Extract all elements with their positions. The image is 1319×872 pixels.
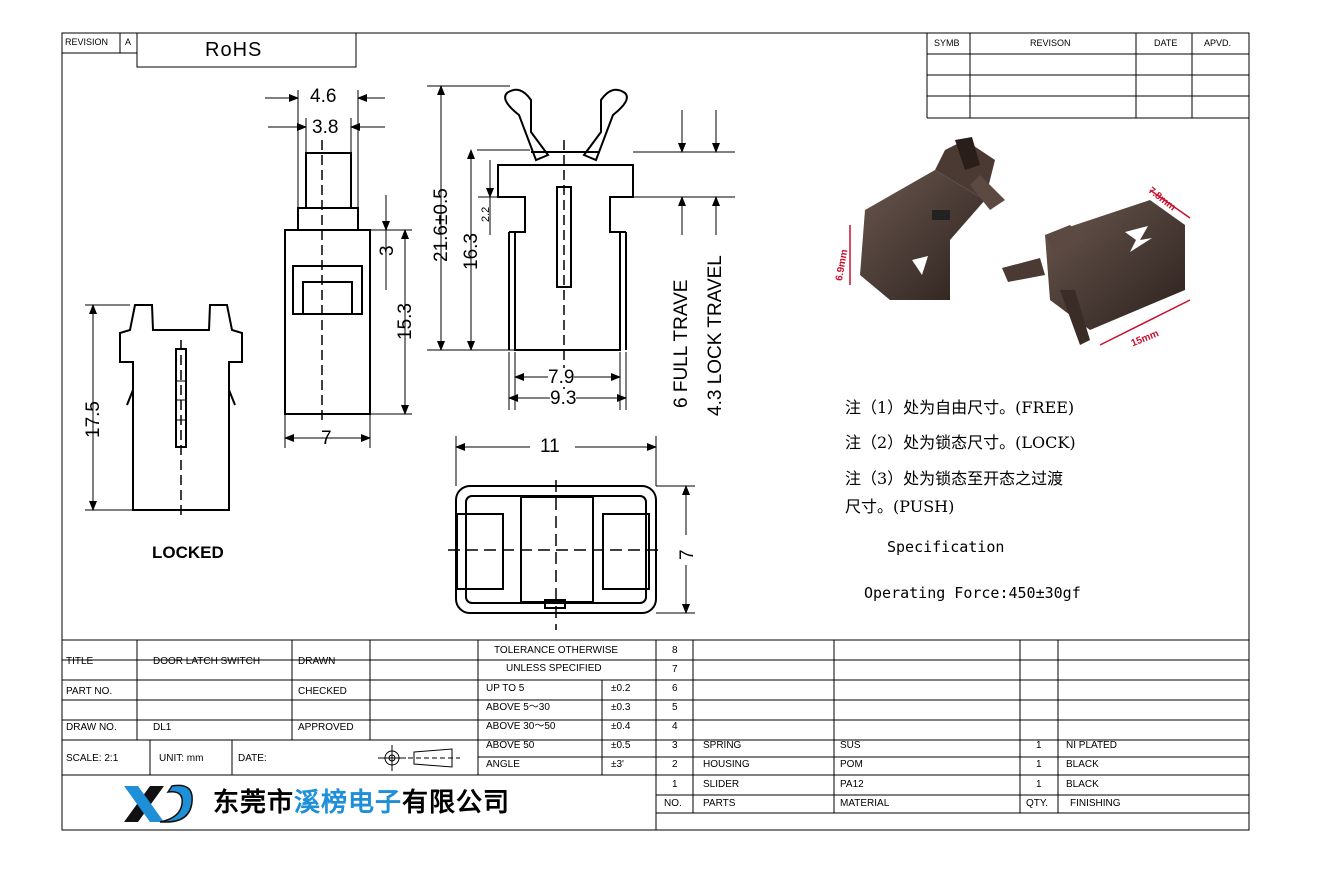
spec-title: Specification: [887, 538, 1005, 556]
tb-drawn: DRAWN: [298, 656, 336, 667]
dim-7-9: 7.9: [548, 367, 575, 388]
dim-11: 11: [540, 436, 560, 457]
note-1: 注（1）处为自由尺寸。(FREE): [845, 398, 1075, 417]
tol-row-range: UP TO 5: [486, 683, 525, 694]
bom-material: PA12: [840, 779, 864, 790]
bom-qty: 1: [1036, 759, 1042, 770]
dim-7-bottom: 7: [677, 549, 698, 560]
rev-col-revison: REVISON: [1030, 38, 1071, 48]
bom-header-no: NO.: [664, 798, 682, 809]
dim-7-side: 7: [321, 428, 332, 449]
bom-material: SUS: [840, 740, 861, 751]
dim-15-3: 15.3: [395, 303, 416, 340]
company-name-part2: 溪榜电子: [294, 787, 403, 817]
note-2: 注（2）处为锁态尺寸。(LOCK): [845, 433, 1076, 452]
tb-draw-no-value: DL1: [153, 722, 172, 733]
product-photo: [849, 137, 1191, 346]
tb-part-no: PART NO.: [66, 686, 113, 697]
note-3a: 注（3）处为锁态至开态之过渡: [845, 469, 1064, 488]
bom-no: 6: [672, 683, 678, 694]
front-view: [497, 88, 634, 351]
tb-scale: SCALE: 2:1: [66, 753, 119, 764]
tb-unit: UNIT: mm: [159, 753, 204, 764]
company-name-part1: 东莞市: [213, 787, 295, 817]
tol-row-range: ANGLE: [486, 759, 520, 770]
bom-header-qty: QTY.: [1026, 798, 1049, 809]
tol-row-value: ±3': [611, 759, 624, 770]
tol-row-range: ABOVE 50: [486, 740, 535, 751]
operating-force: Operating Force:450±30gf: [864, 584, 1081, 602]
xb-logo-icon: [124, 784, 193, 823]
bom-no: 5: [672, 702, 678, 713]
tb-date: DATE:: [238, 753, 267, 764]
tol-row-range: ABOVE 5～30: [486, 702, 550, 713]
dim-4-6: 4.6: [310, 86, 337, 107]
bom-part: SLIDER: [703, 779, 740, 790]
projection-symbol-icon: [378, 745, 460, 771]
dim-3: 3: [377, 245, 398, 256]
bom-no: 2: [672, 759, 678, 770]
revision-value: A: [125, 37, 132, 47]
bom-header-part: PARTS: [703, 798, 736, 809]
bom-qty: 1: [1036, 779, 1042, 790]
locked-label: LOCKED: [152, 543, 224, 562]
bom-header-finish: FINISHING: [1070, 798, 1121, 809]
bom-qty: 1: [1036, 740, 1042, 751]
tol-row-value: ±0.2: [611, 683, 631, 694]
note-3b: 尺寸。(PUSH): [845, 497, 955, 516]
tb-title-value: DOOR LATCH SWITCH: [153, 656, 261, 667]
company-name-part3: 有限公司: [402, 787, 511, 817]
tb-draw-no: DRAW NO.: [66, 722, 117, 733]
tb-approved: APPROVED: [298, 722, 354, 733]
rev-col-apvd: APVD.: [1204, 38, 1232, 48]
dim-9-3: 9.3: [550, 388, 577, 409]
tol-row-value: ±0.3: [611, 702, 631, 713]
bom-no: 8: [672, 645, 678, 656]
revision-label: REVISION: [65, 37, 109, 47]
bom-no: 7: [672, 664, 678, 675]
bom-part: HOUSING: [703, 759, 750, 770]
tol-row-range: ABOVE 30～50: [486, 721, 556, 732]
tb-checked: CHECKED: [298, 686, 347, 697]
bom-no: 4: [672, 721, 678, 732]
bom-finish: BLACK: [1066, 779, 1099, 790]
tb-title-label: TITLE: [66, 656, 94, 667]
dim-2-2: 2.2: [480, 206, 492, 222]
side-view: [284, 152, 371, 415]
tol-header-2: UNLESS SPECIFIED: [506, 663, 602, 674]
bom-material: POM: [840, 759, 863, 770]
dim-3-8: 3.8: [312, 117, 339, 138]
dim-17-5: 17.5: [83, 401, 104, 438]
bom-finish: BLACK: [1066, 759, 1099, 770]
dim-16-3: 16.3: [461, 233, 482, 270]
bom-part: SPRING: [703, 740, 742, 751]
tol-row-value: ±0.5: [611, 740, 631, 751]
rohs-label: RoHS: [205, 39, 263, 61]
tol-row-value: ±0.4: [611, 721, 631, 732]
bom-no: 3: [672, 740, 678, 751]
title-block: [62, 639, 1249, 830]
rev-col-symb: SYMB: [934, 38, 960, 48]
revision-table: [926, 33, 1249, 119]
bom-no: 1: [672, 779, 678, 790]
company-name: 东莞市溪榜电子有限公司: [213, 789, 510, 815]
tol-header-1: TOLERANCE OTHERWISE: [494, 645, 619, 656]
rev-col-date: DATE: [1154, 38, 1178, 48]
dim-21-6: 21.6±0.5: [431, 188, 452, 262]
bom-finish: NI PLATED: [1066, 740, 1117, 751]
dim-4-3-lock-travel: 4.3 LOCK TRAVEL: [705, 255, 726, 416]
bom-header-material: MATERIAL: [840, 798, 890, 809]
dim-6-full-travel: 6 FULL TRAVE: [671, 279, 692, 408]
